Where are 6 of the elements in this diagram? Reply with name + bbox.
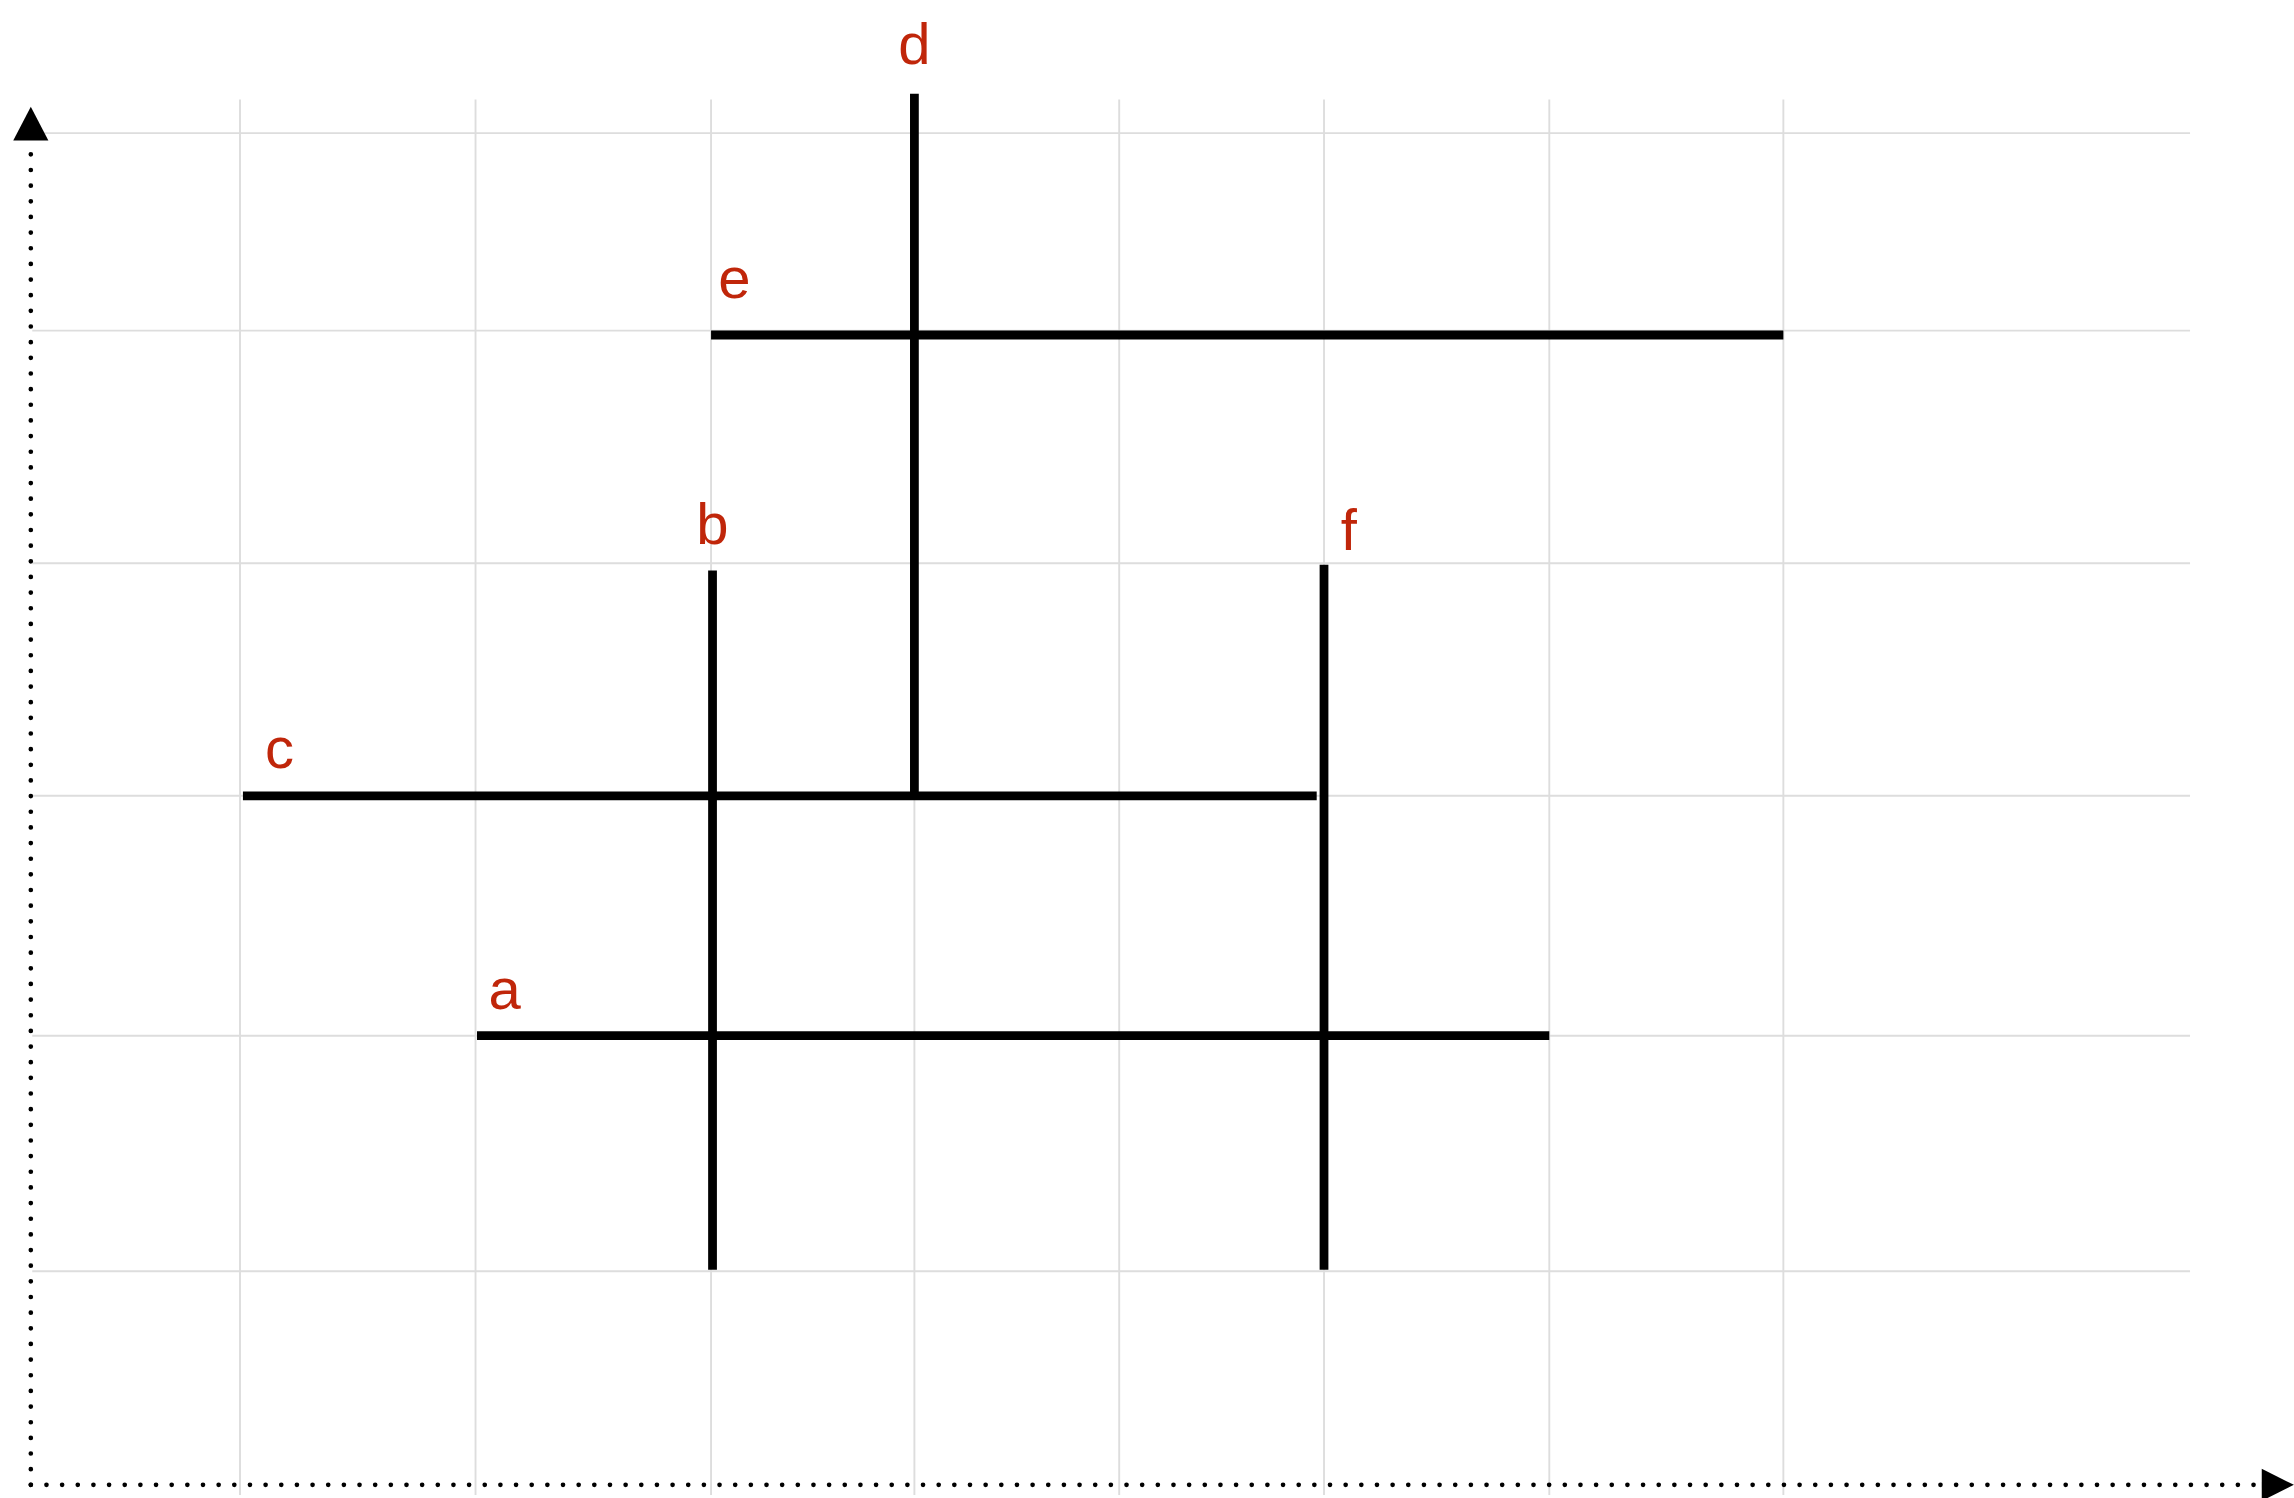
segment-label: f (1340, 500, 1357, 559)
segment-label: d (898, 14, 931, 73)
segment-label: c (264, 718, 294, 777)
segment-label: e (718, 248, 751, 307)
segment-label: a (488, 960, 521, 1018)
segment-label: b (696, 494, 729, 553)
